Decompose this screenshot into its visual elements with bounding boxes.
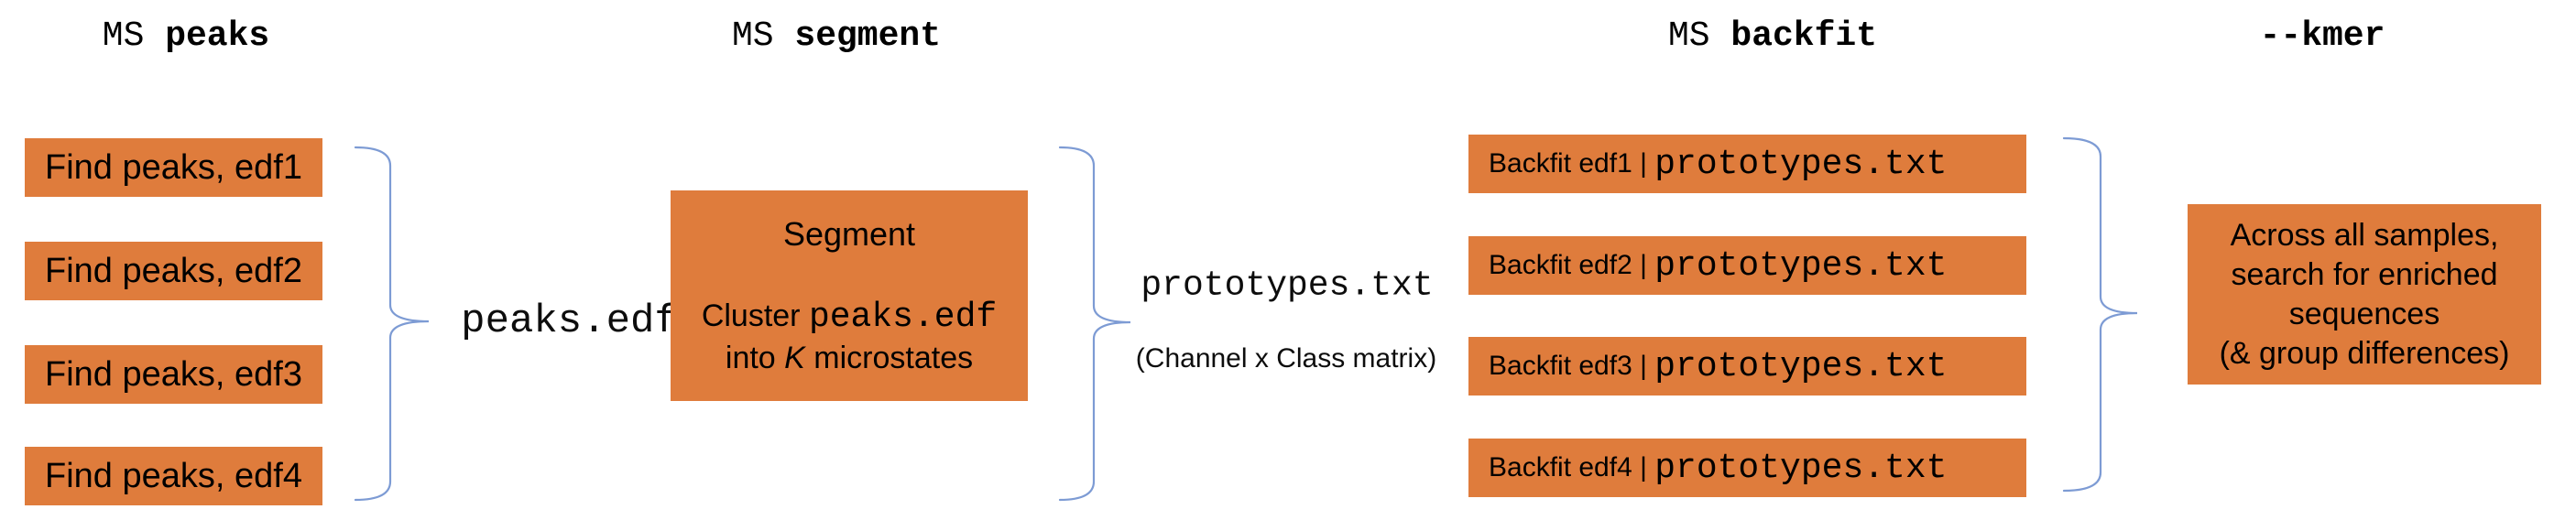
backfit-code-edf2: prototypes.txt xyxy=(1654,245,1948,286)
segment-into-text: into xyxy=(725,340,785,375)
prototypes-file-label: prototypes.txt xyxy=(1141,266,1434,306)
find-peaks-box-edf4: Find peaks, edf4 xyxy=(25,447,322,505)
backfit-code-edf3: prototypes.txt xyxy=(1654,346,1948,386)
backfit-box-edf1: Backfit edf1 | prototypes.txt xyxy=(1468,135,2026,193)
segment-cluster-text: Cluster xyxy=(701,298,809,333)
find-peaks-label-edf3: Find peaks, edf3 xyxy=(45,354,302,394)
header-kmer-option: --kmer xyxy=(2260,16,2385,56)
brace-backfit-to-kmer xyxy=(2062,136,2138,493)
header-ms-peaks: MS peaks xyxy=(103,16,269,56)
segment-box-cluster-line: Cluster peaks.edf xyxy=(702,296,997,338)
find-peaks-label-edf1: Find peaks, edf1 xyxy=(45,147,302,187)
header-ms-backfit: MS backfit xyxy=(1668,16,1877,56)
segment-box-title: Segment xyxy=(782,214,916,253)
backfit-box-edf2: Backfit edf2 | prototypes.txt xyxy=(1468,236,2026,295)
brace-peaks-to-peaksedf xyxy=(354,146,430,502)
kmer-line-3: sequences xyxy=(2288,296,2440,331)
backfit-code-edf1: prototypes.txt xyxy=(1654,144,1948,184)
segment-box: Segment Cluster peaks.edf into K microst… xyxy=(671,190,1028,401)
find-peaks-box-edf2: Find peaks, edf2 xyxy=(25,242,322,300)
find-peaks-box-edf1: Find peaks, edf1 xyxy=(25,138,322,197)
kmer-box: Across all samples, search for enriched … xyxy=(2188,204,2541,385)
backfit-label-edf4: Backfit edf4 | xyxy=(1489,452,1655,482)
segment-microstates-text: microstates xyxy=(804,340,974,375)
header-ms-segment-command: segment xyxy=(794,16,942,56)
segment-box-into-line: into K microstates xyxy=(726,338,973,379)
backfit-box-edf3: Backfit edf3 | prototypes.txt xyxy=(1468,337,2026,396)
header-ms-backfit-command: backfit xyxy=(1730,16,1878,56)
find-peaks-label-edf2: Find peaks, edf2 xyxy=(45,251,302,290)
header-ms-peaks-command: peaks xyxy=(165,16,270,56)
brace-segment-to-prototypes xyxy=(1058,146,1131,502)
segment-k-variable: K xyxy=(784,340,805,375)
header-ms-backfit-prefix: MS xyxy=(1667,16,1731,56)
kmer-line-1: Across all samples, xyxy=(2230,217,2499,253)
peaks-edf-file-label: peaks.edf xyxy=(461,298,679,344)
backfit-label-edf3: Backfit edf3 | xyxy=(1489,351,1655,381)
backfit-box-edf4: Backfit edf4 | prototypes.txt xyxy=(1468,439,2026,497)
kmer-line-4: (& group differences) xyxy=(2219,335,2510,371)
prototypes-matrix-note: (Channel x Class matrix) xyxy=(1135,343,1437,374)
backfit-label-edf1: Backfit edf1 | xyxy=(1489,148,1655,179)
header-ms-peaks-prefix: MS xyxy=(102,16,166,56)
header-kmer-command: --kmer xyxy=(2259,16,2385,56)
header-ms-segment: MS segment xyxy=(732,16,941,56)
find-peaks-label-edf4: Find peaks, edf4 xyxy=(45,456,302,495)
segment-cluster-code: peaks.edf xyxy=(808,297,998,337)
backfit-label-edf2: Backfit edf2 | xyxy=(1489,250,1655,280)
find-peaks-box-edf3: Find peaks, edf3 xyxy=(25,345,322,404)
backfit-code-edf4: prototypes.txt xyxy=(1654,448,1948,488)
kmer-line-2: search for enriched xyxy=(2231,256,2498,292)
header-ms-segment-prefix: MS xyxy=(731,16,795,56)
